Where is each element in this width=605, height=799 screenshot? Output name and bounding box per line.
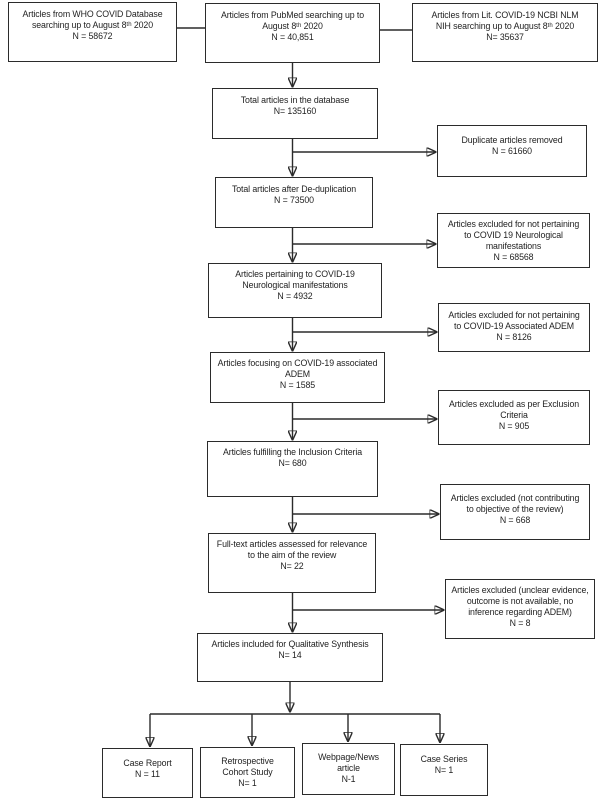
node-focusing-adem: Articles focusing on COVID-19 associated…: [210, 352, 385, 403]
node-duplicates-removed: Duplicate articles removed N = 61660: [437, 125, 587, 177]
node-fulfilling-inclusion: Articles fulfilling the Inclusion Criter…: [207, 441, 378, 497]
node-case-report: Case Report N = 11: [102, 748, 193, 798]
node-pubmed: Articles from PubMed searching up to Aug…: [205, 3, 380, 63]
node-who-database: Articles from WHO COVID Database searchi…: [8, 2, 177, 62]
node-excluded-not-contributing: Articles excluded (not contributing to o…: [440, 484, 590, 540]
node-retrospective-cohort: Retrospective Cohort Study N= 1: [200, 747, 295, 798]
node-qualitative-synthesis: Articles included for Qualitative Synthe…: [197, 633, 383, 682]
node-lit-covid: Articles from Lit. COVID-19 NCBI NLM NIH…: [412, 3, 598, 62]
node-case-series: Case Series N= 1: [400, 744, 488, 796]
node-excluded-unclear: Articles excluded (unclear evidence, out…: [445, 579, 595, 639]
node-excluded-not-adem: Articles excluded for not pertaining to …: [438, 303, 590, 352]
node-fulltext-assessed: Full-text articles assessed for relevanc…: [208, 533, 376, 593]
node-webpage-news: Webpage/News article N-1: [302, 743, 395, 795]
node-excluded-exclusion-criteria: Articles excluded as per Exclusion Crite…: [438, 390, 590, 445]
node-excluded-not-neuro: Articles excluded for not pertaining to …: [437, 213, 590, 268]
node-total-database: Total articles in the database N= 135160: [212, 88, 378, 139]
node-pertaining-neuro: Articles pertaining to COVID-19 Neurolog…: [208, 263, 382, 318]
node-after-dedup: Total articles after De-duplication N = …: [215, 177, 373, 228]
